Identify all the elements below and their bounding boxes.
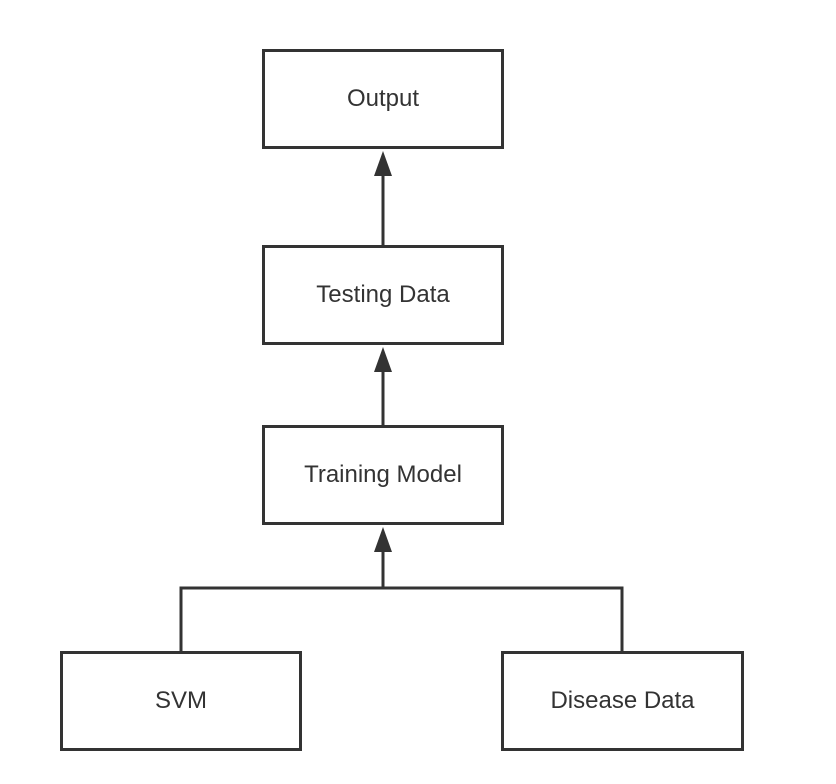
node-svm-label: SVM [154, 687, 207, 714]
node-disease-data: Disease Data [501, 651, 744, 751]
node-output: Output [262, 49, 504, 149]
node-svm: SVM [60, 651, 302, 751]
edge-svm-branch [179, 586, 383, 651]
node-training-model-label: Training Model [304, 461, 462, 488]
node-training-model: Training Model [262, 425, 504, 525]
arrowhead-output [374, 151, 392, 176]
node-output-label: Output [346, 85, 420, 112]
arrowhead-testing [374, 347, 392, 372]
node-testing-data: Testing Data [262, 245, 504, 345]
edge-disease-branch [383, 586, 624, 651]
arrowhead-training [374, 527, 392, 552]
node-disease-data-label: Disease Data [550, 687, 695, 714]
node-testing-data-label: Testing Data [316, 281, 450, 308]
